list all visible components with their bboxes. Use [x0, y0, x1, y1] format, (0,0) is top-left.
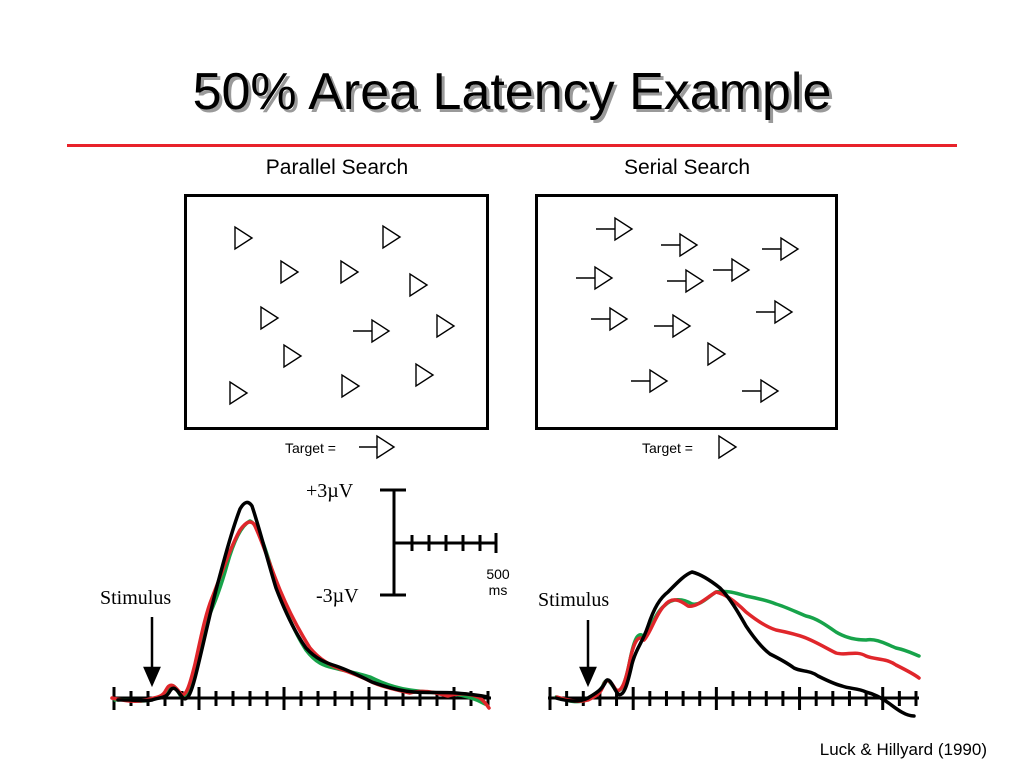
- distractor-arrow-icon: [654, 313, 692, 339]
- left-stimulus-label: Stimulus: [100, 587, 172, 609]
- serial-target-label: Target =: [642, 440, 693, 456]
- scale-bar-negative-label: -3µV: [316, 585, 359, 607]
- distractor-triangle-icon: [436, 313, 456, 339]
- parallel-target-label: Target =: [285, 440, 336, 456]
- distractor-triangle-icon: [409, 272, 429, 298]
- distractor-arrow-icon: [576, 265, 614, 291]
- parallel-search-display: [184, 194, 489, 430]
- right-green-waveform: [554, 589, 921, 704]
- scale-bar-time-label: 500 ms: [486, 566, 510, 598]
- serial-search-display: [535, 194, 838, 430]
- parallel-search-title: Parallel Search: [265, 156, 409, 179]
- left-stimulus-arrow: [143, 617, 161, 688]
- distractor-triangle-icon: [234, 225, 254, 251]
- distractor-arrow-icon: [667, 268, 705, 294]
- slide-title: 50% Area Latency Example: [192, 63, 832, 121]
- distractor-triangle-icon: [283, 343, 303, 369]
- left-black-waveform: [116, 500, 490, 703]
- distractor-triangle-icon: [340, 259, 360, 285]
- citation: Luck & Hillyard (1990): [819, 740, 987, 759]
- distractor-triangle-icon: [280, 259, 300, 285]
- distractor-arrow-icon: [713, 257, 751, 283]
- distractor-triangle-icon: [229, 380, 249, 406]
- parallel-search-stimuli: [229, 224, 456, 406]
- distractor-arrow-icon: [661, 232, 699, 258]
- distractor-triangle-icon: [260, 305, 280, 331]
- distractor-arrow-icon: [756, 299, 794, 325]
- target-arrow-icon: [353, 318, 391, 344]
- right-waveforms: [554, 570, 921, 718]
- distractor-triangle-icon: [341, 373, 361, 399]
- distractor-arrow-icon: [742, 378, 780, 404]
- voltage-scale-bar: [380, 488, 498, 597]
- distractor-arrow-icon: [631, 368, 669, 394]
- plain-triangle-icon: [718, 434, 738, 460]
- left-red-waveform: [110, 520, 491, 710]
- right-stimulus-label: Stimulus: [538, 589, 610, 611]
- distractor-arrow-icon: [762, 236, 800, 262]
- distractor-arrow-icon: [591, 306, 629, 332]
- right-black-waveform: [554, 570, 916, 718]
- right-stimulus-arrow: [579, 620, 597, 688]
- distractor-triangle-icon: [415, 362, 435, 388]
- serial-search-stimuli: [576, 216, 800, 404]
- serial-search-title: Serial Search: [623, 156, 751, 179]
- arrow-with-stem-icon: [359, 434, 396, 460]
- scale-bar-positive-label: +3µV: [306, 480, 354, 502]
- title-divider: [67, 144, 957, 147]
- target-triangle-icon: [707, 341, 727, 367]
- distractor-arrow-icon: [596, 216, 634, 242]
- left-waveforms: [110, 500, 491, 710]
- distractor-triangle-icon: [382, 224, 402, 250]
